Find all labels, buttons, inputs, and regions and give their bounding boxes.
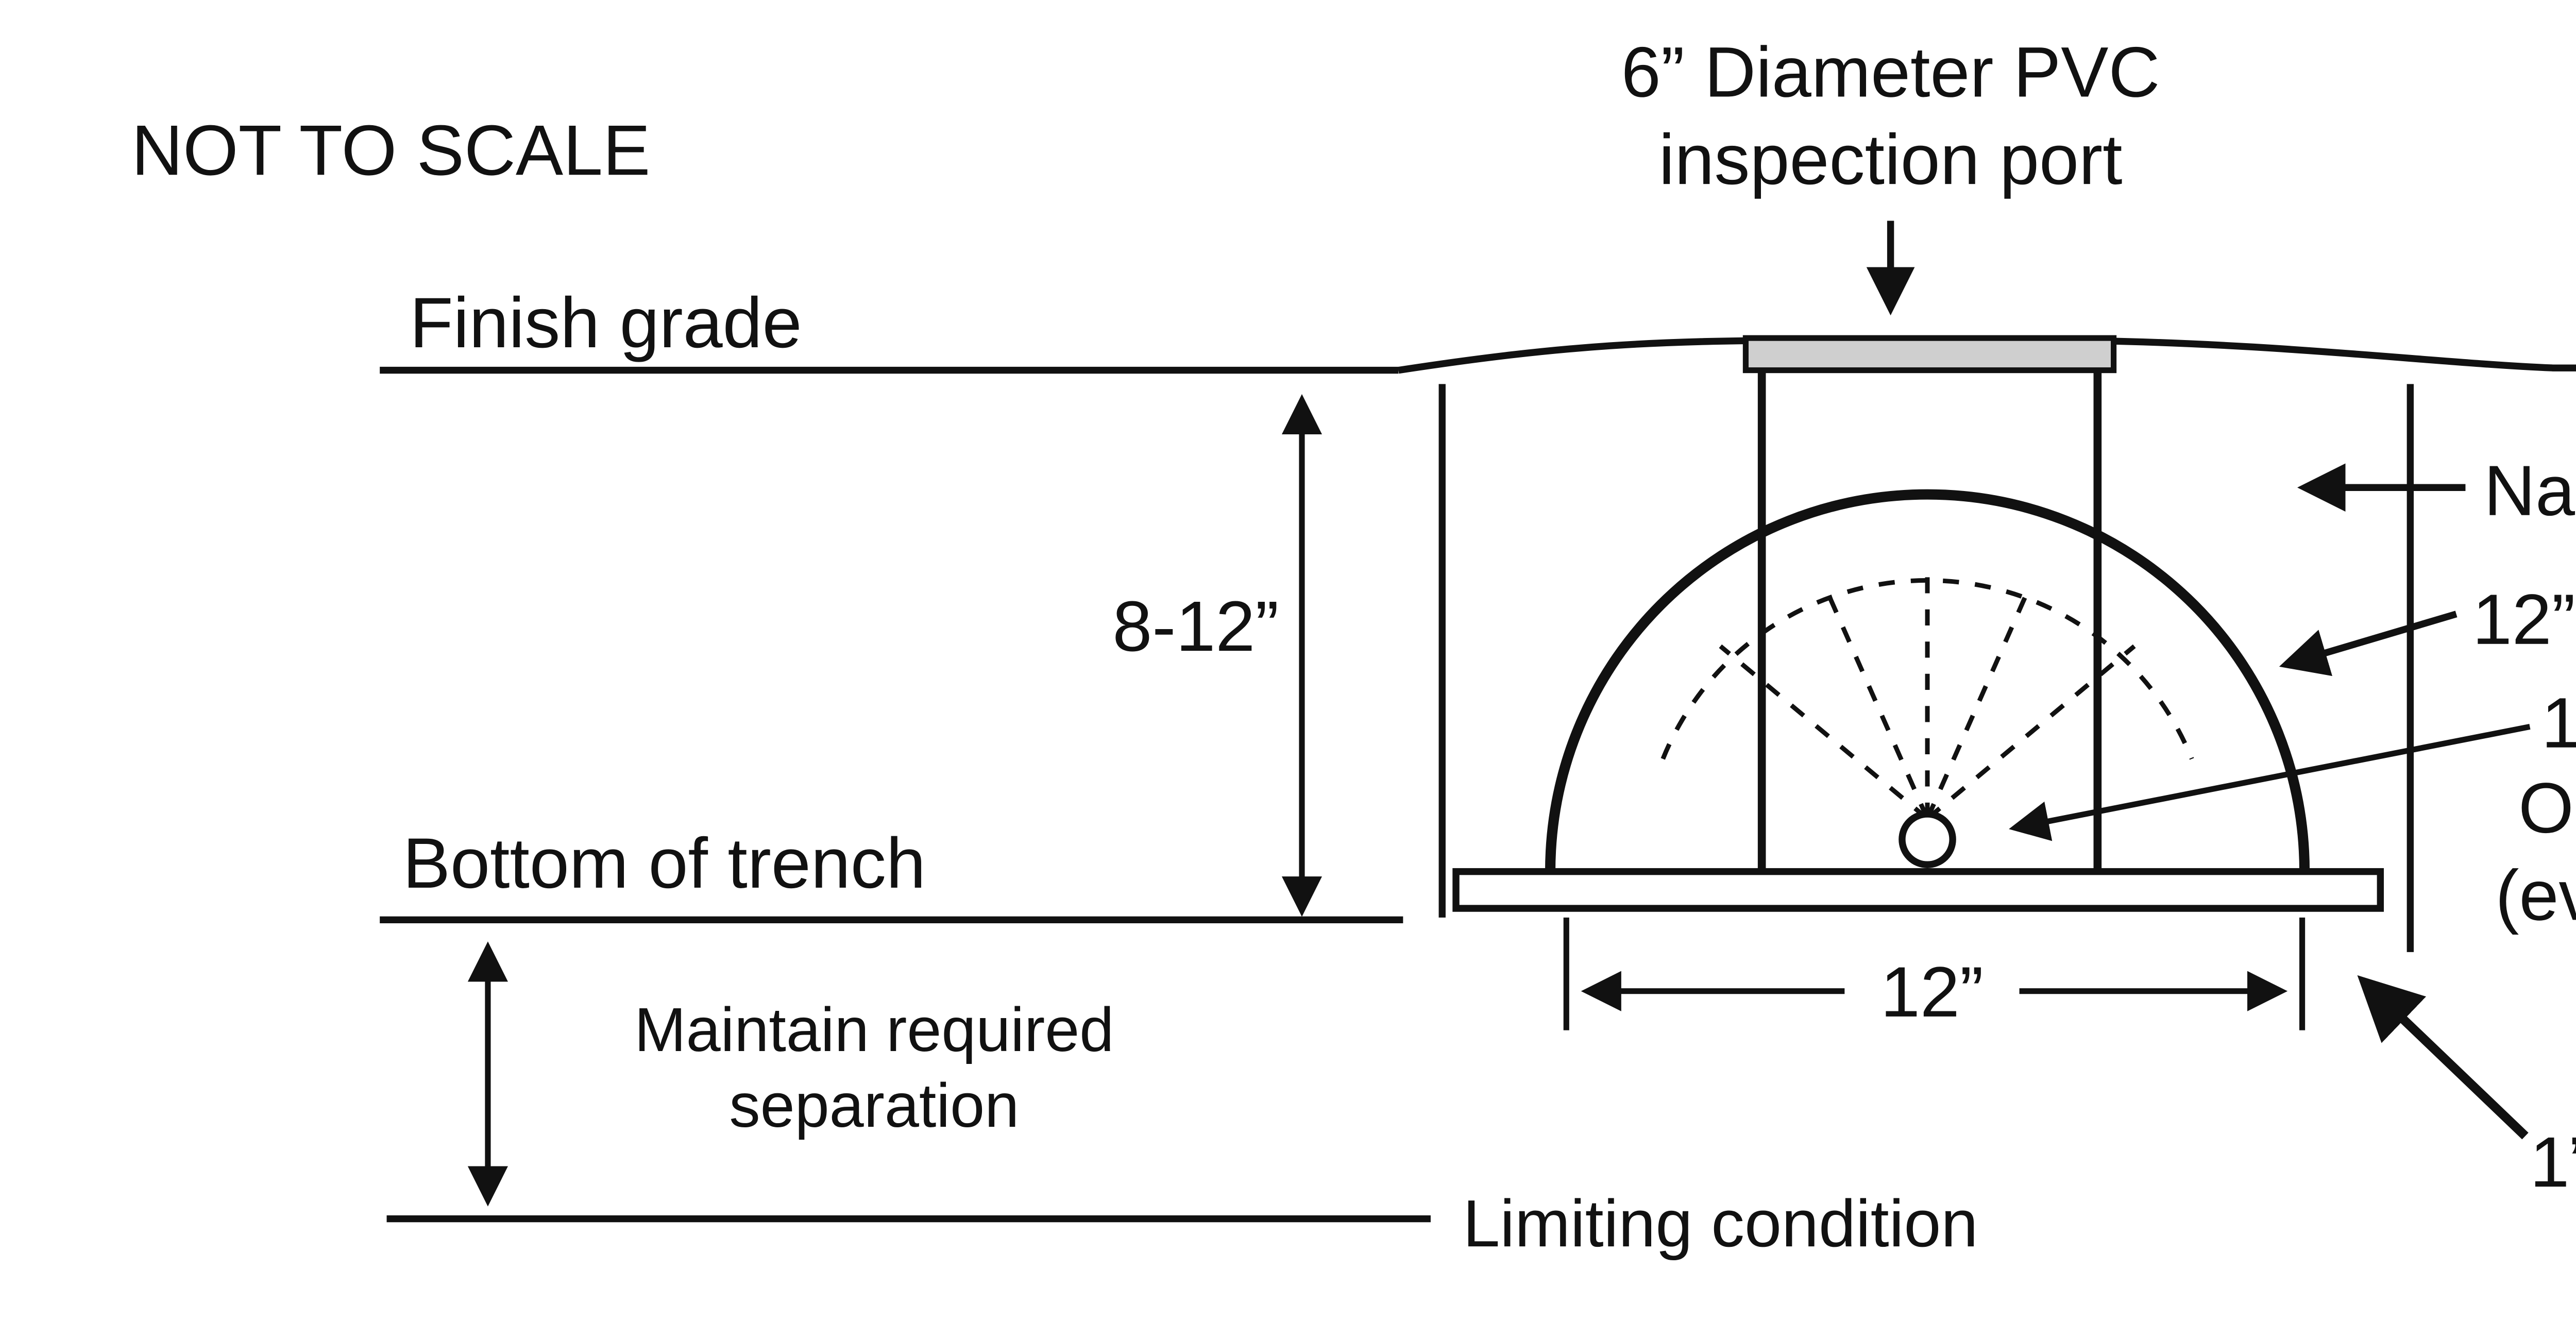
pressure-pipe-callout-arrow [2009,723,2531,841]
support-pipe-callout-arrow [2357,975,2529,1140]
orifices-label-line1: Orifices facing up [2518,769,2576,848]
orifices-label-line2: (every fifth facing down) [2495,856,2576,935]
limiting-condition-label: Limiting condition [1463,1187,1978,1261]
pressure-pipe-label: 1” PVC pressure pipe [2541,684,2576,763]
inspection-port-label-line2: inspection port [1659,120,2123,199]
not-to-scale-label: NOT TO SCALE [131,111,650,190]
half-pipe-dome [1545,489,2310,872]
finish-grade-label: Finish grade [410,283,802,363]
support-pipe-board [1452,868,2384,912]
spray-fan-dashed-lines [1660,561,2194,821]
width-dimension-label: 12” [1880,953,1984,1032]
half-pipe-callout-arrow [2279,611,2458,676]
inspection-port-cap [1742,335,2117,374]
bottom-of-trench-label: Bottom of trench [403,824,926,903]
half-pipe-label: 12” PVC half-pipe [2472,580,2576,659]
maintain-separation-label-line2: separation [729,1071,1019,1140]
native-backfill-label: Native backfill [2484,451,2576,531]
inspection-port-label-line1: 6” Diameter PVC [1621,32,2160,112]
depth-dimension-label: 8-12” [1112,587,1279,666]
pressure-pipe-circle [1899,810,1956,868]
maintain-separation-label-line1: Maintain required [634,995,1114,1064]
support-pipe-label: 1” PVC support pipe [2530,1123,2576,1202]
